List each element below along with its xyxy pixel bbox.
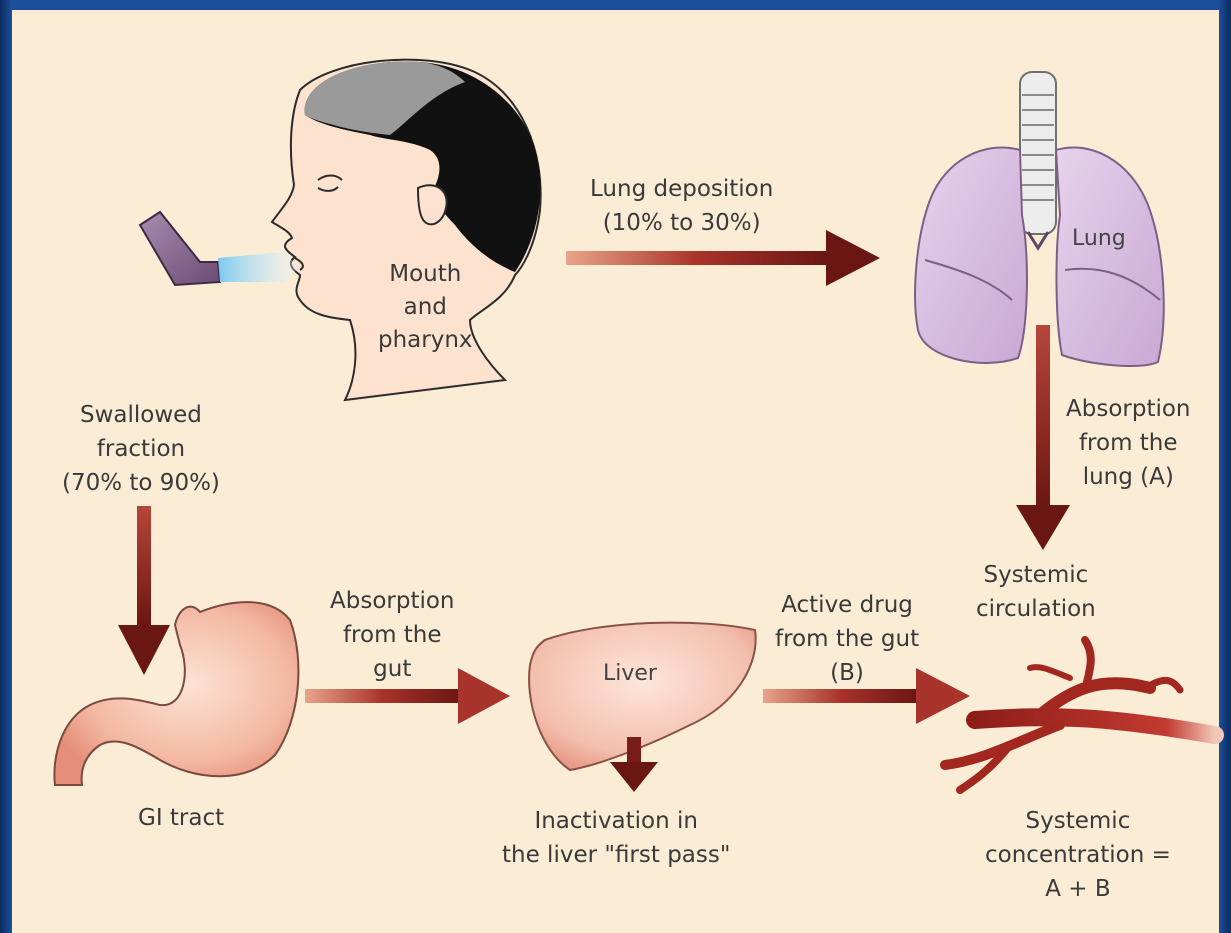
absorption-from-lung-label: Absorption from the lung (A) — [1066, 392, 1191, 494]
lung-illustration — [915, 72, 1164, 366]
arrow-swallowed — [118, 506, 170, 675]
active-drug-label: Active drug from the gut (B) — [775, 588, 919, 690]
lung-deposition-label: Lung deposition (10% to 30%) — [590, 172, 773, 240]
systemic-circulation-label: Systemic circulation — [976, 558, 1096, 626]
arrow-absorption-lung — [1016, 325, 1070, 550]
inactivation-label: Inactivation in the liver "first pass" — [502, 804, 730, 872]
stomach-illustration — [54, 602, 298, 785]
lung-label: Lung — [1072, 222, 1126, 256]
blood-vessel-illustration — [945, 640, 1215, 790]
liver-illustration — [529, 623, 756, 770]
mouth-and-pharynx-label: Mouth and pharynx — [378, 258, 473, 357]
liver-label: Liver — [603, 657, 657, 691]
swallowed-fraction-label: Swallowed fraction (70% to 90%) — [62, 398, 220, 500]
absorption-from-gut-label: Absorption from the gut — [330, 584, 455, 686]
gi-tract-label: GI tract — [138, 801, 224, 835]
systemic-concentration-label: Systemic concentration = A + B — [985, 804, 1171, 906]
